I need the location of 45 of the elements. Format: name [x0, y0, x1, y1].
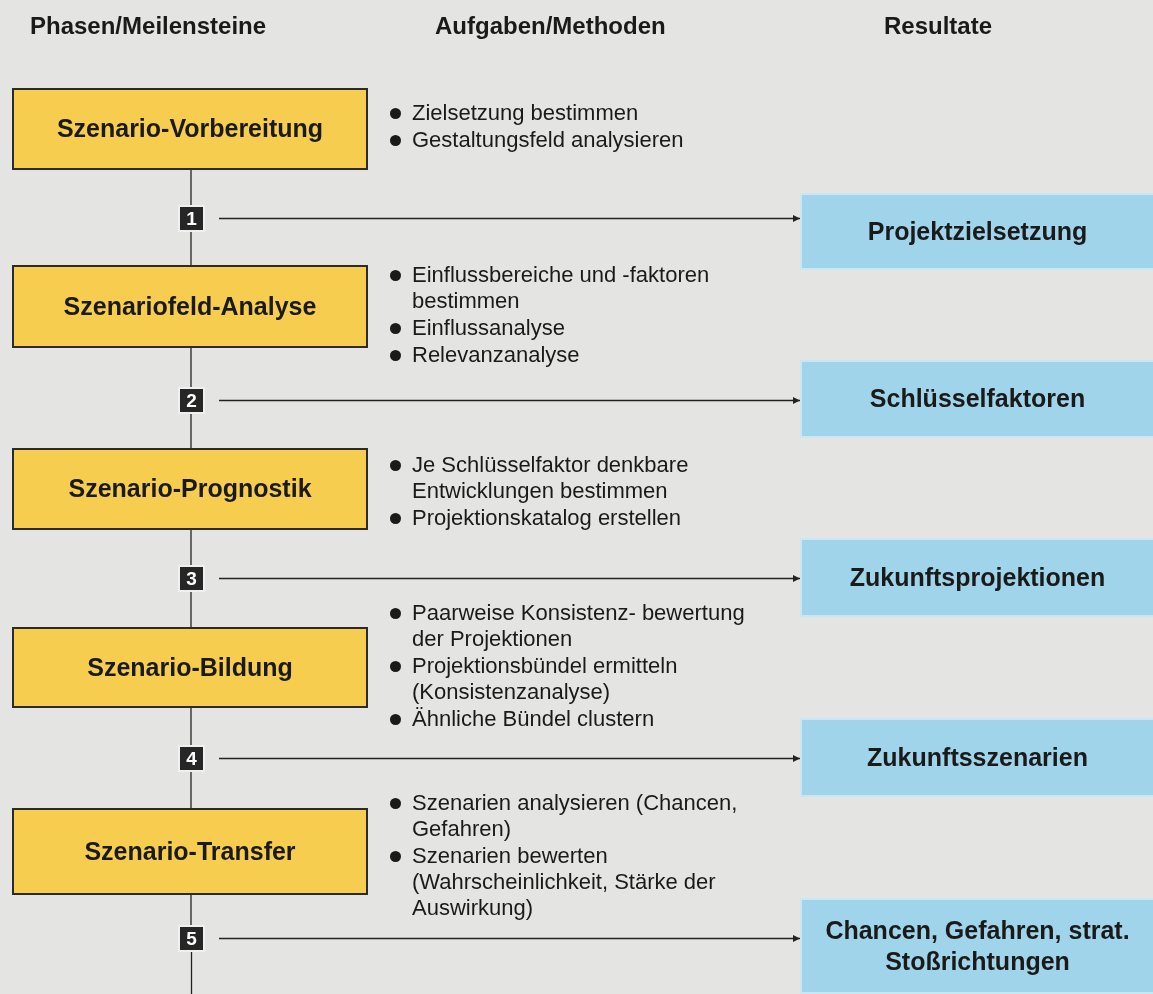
milestone-marker: 4	[178, 745, 205, 772]
connector-line	[190, 413, 192, 449]
bullet-item: Szenarien analysieren (Chancen, Gefahren)	[386, 790, 756, 842]
milestone-marker: 2	[178, 387, 205, 414]
bullet-item: Einflussanalyse	[386, 315, 756, 341]
milestone-marker: 5	[178, 925, 205, 952]
bullet-item: Projektionsbündel ermitteln (Konsistenzanalyse)	[386, 653, 756, 705]
connector-line	[190, 771, 192, 809]
arrow	[218, 575, 801, 582]
result-box: Zukunftsprojektionen	[800, 538, 1153, 617]
phase-box: Szenario-Vorbereitung	[12, 88, 368, 170]
phase-box: Szenario-Bildung	[12, 627, 368, 708]
connector-line	[190, 894, 192, 926]
connector-line	[190, 347, 192, 388]
column-header: Phasen/Meilensteine	[30, 12, 267, 40]
result-box: Chancen, Gefahren, strat. Stoßrichtungen	[800, 898, 1153, 994]
bullet-item: Zielsetzung bestimmen	[386, 100, 756, 126]
column-header: Aufgaben/Methoden	[435, 12, 666, 40]
result-box: Zukunftsszenarien	[800, 718, 1153, 797]
arrow	[218, 397, 801, 404]
connector-line	[190, 707, 192, 746]
bullet-item: Einflussbereiche und -faktoren bestimmen	[386, 262, 756, 314]
bullet-item: Gestaltungsfeld analysieren	[386, 127, 756, 153]
bullet-item: Projektionskatalog erstellen	[386, 505, 756, 531]
phase-box: Szenariofeld-Analyse	[12, 265, 368, 348]
connector-line	[190, 591, 192, 628]
arrow	[218, 755, 801, 762]
connector-line	[190, 529, 192, 566]
phase-box: Szenario-Prognostik	[12, 448, 368, 530]
milestone-marker: 3	[178, 565, 205, 592]
connector-line	[190, 951, 193, 994]
phase-box: Szenario-Transfer	[12, 808, 368, 895]
bullet-item: Je Schlüsselfaktor denkbare Entwicklungen bestimmen	[386, 452, 756, 504]
column-header: Resultate	[884, 12, 993, 40]
bullet-item: Szenarien bewerten (Wahrscheinlichkeit, Stärke der Auswirkung)	[386, 843, 756, 921]
result-box: Projektzielsetzung	[800, 193, 1153, 270]
bullet-item: Paarweise Konsistenz- bewertung der Projektionen	[386, 600, 756, 652]
result-box: Schlüsselfaktoren	[800, 360, 1153, 438]
arrow	[218, 935, 801, 942]
bullet-item: Relevanzanalyse	[386, 342, 756, 368]
arrow	[218, 215, 801, 222]
bullet-item: Ähnliche Bündel clustern	[386, 706, 756, 732]
milestone-marker: 1	[178, 205, 205, 232]
connector-line	[190, 169, 192, 206]
connector-line	[190, 231, 192, 266]
